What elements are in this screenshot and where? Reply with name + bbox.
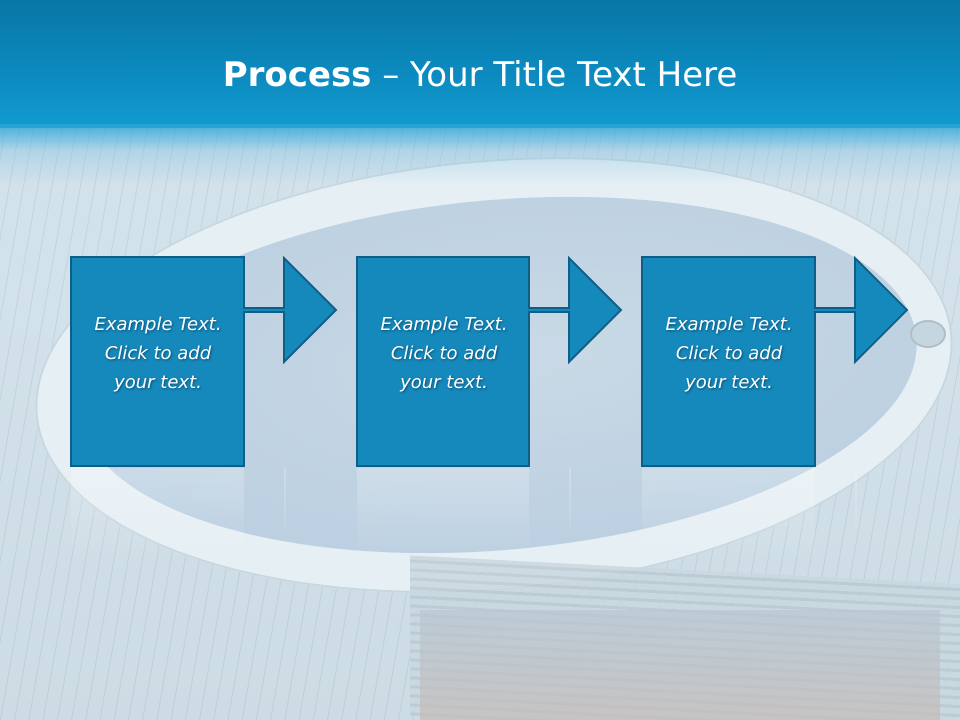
header-band [0, 0, 960, 128]
step-line-3: your text. [400, 372, 488, 393]
step-line-3: your text. [114, 372, 202, 393]
step-text[interactable]: Example Text. Click to add your text. [74, 310, 242, 397]
step-text[interactable]: Example Text. Click to add your text. [360, 310, 528, 397]
step-text[interactable]: Example Text. Click to add your text. [645, 310, 813, 397]
step-reflection [70, 468, 410, 558]
right-arrow-icon [70, 255, 338, 467]
step-reflection [356, 468, 696, 558]
right-arrow-icon [641, 255, 909, 467]
deck-floor [420, 610, 940, 720]
step-reflection [641, 468, 960, 558]
step-line-1: Example Text. [380, 314, 508, 335]
step-line-1: Example Text. [665, 314, 793, 335]
process-step-1[interactable]: Example Text. Click to add your text. [70, 255, 410, 558]
step-line-2: Click to add [675, 343, 783, 364]
pool-drain [910, 320, 946, 348]
right-arrow-icon [356, 255, 623, 467]
step-line-3: your text. [685, 372, 773, 393]
step-line-1: Example Text. [94, 314, 222, 335]
slide-title[interactable]: Process – Your Title Text Here [0, 52, 960, 98]
step-line-2: Click to add [104, 343, 212, 364]
header-fade [0, 124, 960, 184]
title-rest: – Your Title Text Here [371, 55, 738, 95]
step-line-2: Click to add [390, 343, 498, 364]
title-bold: Process [222, 55, 372, 95]
process-step-2[interactable]: Example Text. Click to add your text. [356, 255, 696, 558]
process-step-3[interactable]: Example Text. Click to add your text. [641, 255, 960, 558]
